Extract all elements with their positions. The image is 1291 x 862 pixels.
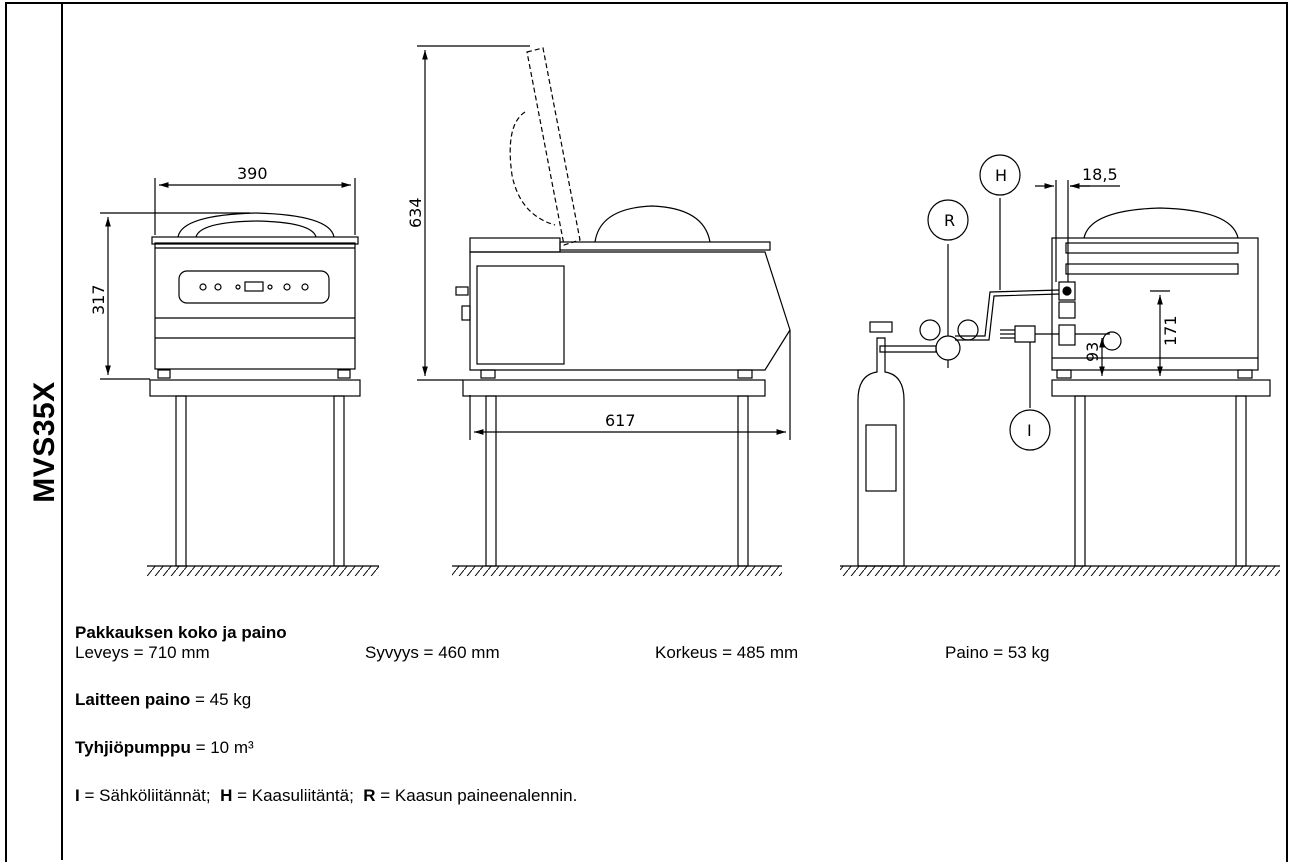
control-display xyxy=(244,281,264,292)
dim-offset: 18,5 xyxy=(1082,165,1118,184)
front-table-top xyxy=(149,379,361,397)
label-H: H xyxy=(995,166,1007,185)
side-machine-lid xyxy=(559,241,771,251)
front-dome xyxy=(177,212,335,238)
label-I: I xyxy=(1027,421,1032,440)
dim-height: 317 xyxy=(89,284,108,315)
front-view xyxy=(100,178,379,576)
front-machine-body xyxy=(154,242,356,370)
dim-connection-height: 171 xyxy=(1161,315,1180,346)
dim-power-height: 93 xyxy=(1083,342,1102,362)
side-machine-body xyxy=(469,251,791,371)
front-foot-right xyxy=(337,369,351,379)
vacuum-pump: Tyhjiöpumppu = 10 m³ xyxy=(75,738,254,757)
side-vent-grille xyxy=(476,265,565,365)
model-sidebar: MVS35X xyxy=(5,2,63,860)
control-panel xyxy=(178,270,330,304)
open-lid-outline xyxy=(526,47,581,246)
front-table-leg-left xyxy=(175,395,187,567)
regulator-gauge-left xyxy=(919,319,941,341)
side-machine-top xyxy=(469,237,561,253)
package-width: Leveys = 710 mm xyxy=(75,643,210,662)
model-title: MVS35X xyxy=(28,381,61,503)
page-frame xyxy=(5,2,1288,862)
gas-connector xyxy=(1058,281,1076,301)
side-table-leg-right xyxy=(737,395,749,567)
package-depth: Syvyys = 460 mm xyxy=(365,643,500,662)
dim-depth: 617 xyxy=(605,411,636,430)
side-floor-hatch xyxy=(452,566,782,576)
package-height: Korkeus = 485 mm xyxy=(655,643,799,662)
technical-drawing: 390 317 634 617 xyxy=(89,45,1280,576)
callout-I xyxy=(1009,409,1051,451)
side-view xyxy=(417,45,791,576)
dim-width: 390 xyxy=(237,164,268,183)
package-weight: Paino = 53 kg xyxy=(945,643,1050,662)
power-socket xyxy=(1058,324,1076,346)
rear-view xyxy=(840,154,1280,576)
dim-open-height: 634 xyxy=(406,197,425,228)
rear-table-top xyxy=(1051,379,1271,397)
cylinder-label xyxy=(865,424,897,492)
package-title: Pakkauksen koko ja paino xyxy=(75,623,287,642)
front-floor-hatch xyxy=(147,566,379,576)
callout-H xyxy=(979,154,1021,196)
front-machine-lid xyxy=(151,236,359,245)
rear-machine-body xyxy=(1051,237,1259,371)
rear-floor-hatch xyxy=(840,566,1280,576)
side-table-top xyxy=(462,379,766,397)
rear-dome xyxy=(1083,207,1239,239)
front-table-leg-right xyxy=(333,395,345,567)
gas-cylinder xyxy=(857,337,905,567)
front-foot-left xyxy=(157,369,171,379)
legend: I = Sähköliitännät; H = Kaasuliitäntä; R… xyxy=(75,786,578,805)
regulator-gauge-right xyxy=(957,319,979,341)
regulator-body xyxy=(935,335,961,361)
callout-R xyxy=(927,199,969,241)
label-R: R xyxy=(944,211,955,230)
package-dimensions: Leveys = 710 mm Syvyys = 460 mm Korkeus = … xyxy=(75,643,1275,663)
side-dome xyxy=(594,205,711,243)
side-table-leg-left xyxy=(485,395,497,567)
device-weight: Laitteen paino = 45 kg xyxy=(75,690,252,709)
